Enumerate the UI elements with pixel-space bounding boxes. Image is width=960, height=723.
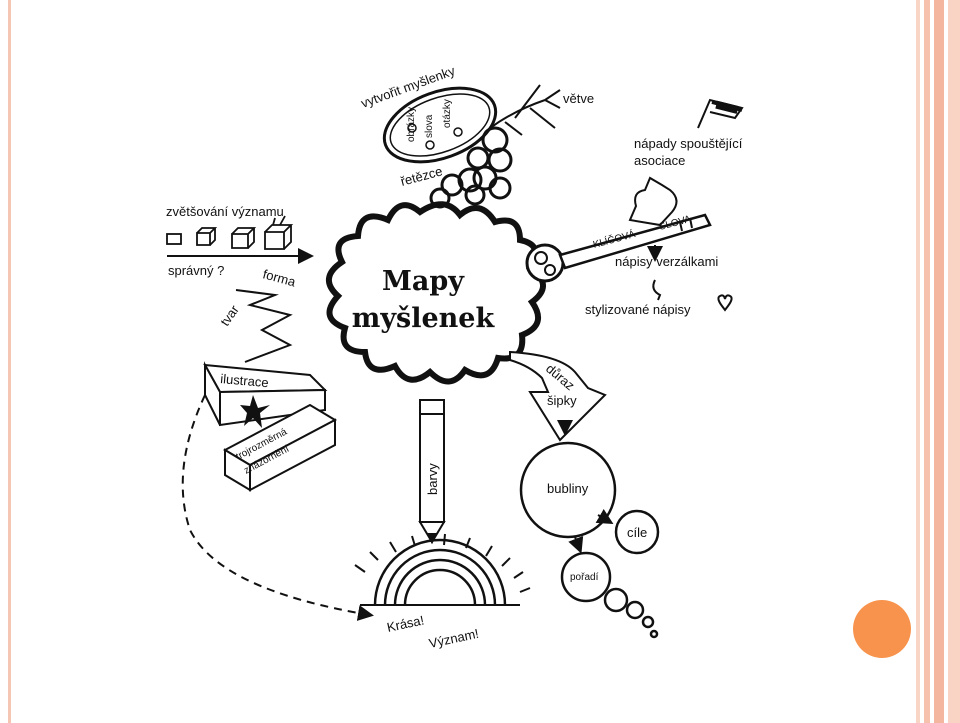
star-icon <box>240 395 270 428</box>
left-frame-line <box>8 0 11 723</box>
flag-icon <box>697 98 744 129</box>
chains-label: řetězce <box>399 163 444 189</box>
goals-label: cíle <box>627 525 647 540</box>
pebble-label-2: slova <box>424 114 435 138</box>
capitals-label: nápisy verzálkami <box>615 254 718 269</box>
puzzle-icon <box>628 176 678 227</box>
bubbles-label: bubliny <box>547 481 589 496</box>
pebble-label-1: otázky <box>442 99 453 128</box>
bubbles-group <box>519 441 660 639</box>
center-cloud: Mapy myšlenek <box>326 201 546 385</box>
stylized-label: stylizované nápisy <box>585 302 691 317</box>
colors-label: barvy <box>425 463 440 495</box>
beauty-label: Krása! <box>386 612 426 634</box>
orange-dot <box>853 600 911 658</box>
right-decorative-stripes <box>912 0 960 723</box>
center-title-line1: Mapy <box>382 266 465 297</box>
order-label: pořadí <box>570 572 599 583</box>
pencil-icon <box>418 399 446 545</box>
create-ideas-group: vytvořit myšlenky obrázky slova otázky <box>359 63 498 164</box>
chains-group <box>429 126 513 209</box>
trigger-ideas-line1: nápady spouštějící <box>634 136 743 151</box>
cubes-row <box>166 215 294 250</box>
trigger-ideas-line2: asociace <box>634 153 685 168</box>
shape-label: tvar <box>217 302 242 329</box>
correct-label: správný ? <box>168 263 224 278</box>
center-title-line2: myšlenek <box>352 303 496 334</box>
key-icon: KLÍČOVÁ SLOVA <box>525 213 712 283</box>
branches-label: větve <box>563 91 594 106</box>
heart-icon <box>717 294 733 312</box>
meaning-label: Význam! <box>428 626 481 651</box>
meaning-scale-label: zvětšování významu <box>166 204 284 219</box>
three-d-block <box>222 403 338 492</box>
rainbow-rays <box>354 533 531 593</box>
illustration-label: ilustrace <box>220 371 270 390</box>
form-label: forma <box>261 266 298 289</box>
emphasis-arrow <box>509 350 607 442</box>
arrows-label: šipky <box>547 393 577 408</box>
rainbow-icon <box>360 538 520 606</box>
